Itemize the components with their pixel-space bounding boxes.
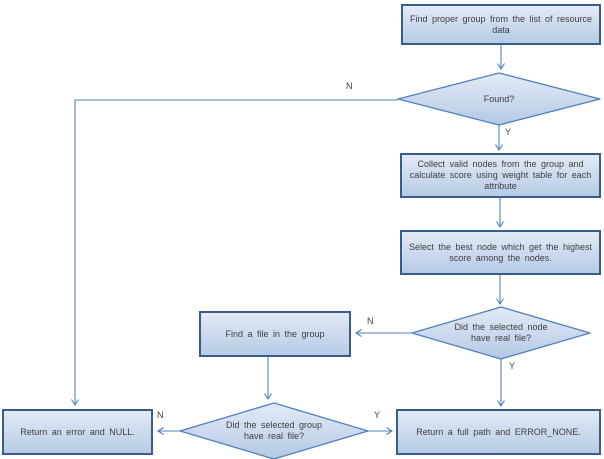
decision-group-have-real-file-shape	[179, 402, 369, 459]
node-find-file-in-group: Find a file in the group	[199, 311, 351, 357]
edge-label-groupfile-yes: Y	[374, 410, 381, 420]
edge-label-groupfile-no: N	[157, 410, 164, 420]
node-select-best-node: Select the best node which get the highe…	[400, 230, 601, 275]
node-find-proper-group: Find proper group from the list of resou…	[401, 4, 601, 45]
edge-label-nodefile-no: N	[367, 316, 374, 326]
decision-node-have-real-file-shape	[411, 306, 591, 360]
node-collect-valid-nodes: Collect valid nodes from the group and c…	[400, 153, 601, 198]
edge-label-found-no: N	[346, 81, 353, 91]
edge-label-found-yes: Y	[505, 127, 512, 137]
decision-found-shape	[397, 72, 601, 126]
edge-label-nodefile-yes: Y	[509, 361, 516, 371]
connector-found-no	[71, 99, 398, 407]
node-return-full-path: Return a full path and ERROR_NONE.	[396, 409, 601, 455]
node-return-error-null: Return an error and NULL.	[2, 409, 153, 455]
